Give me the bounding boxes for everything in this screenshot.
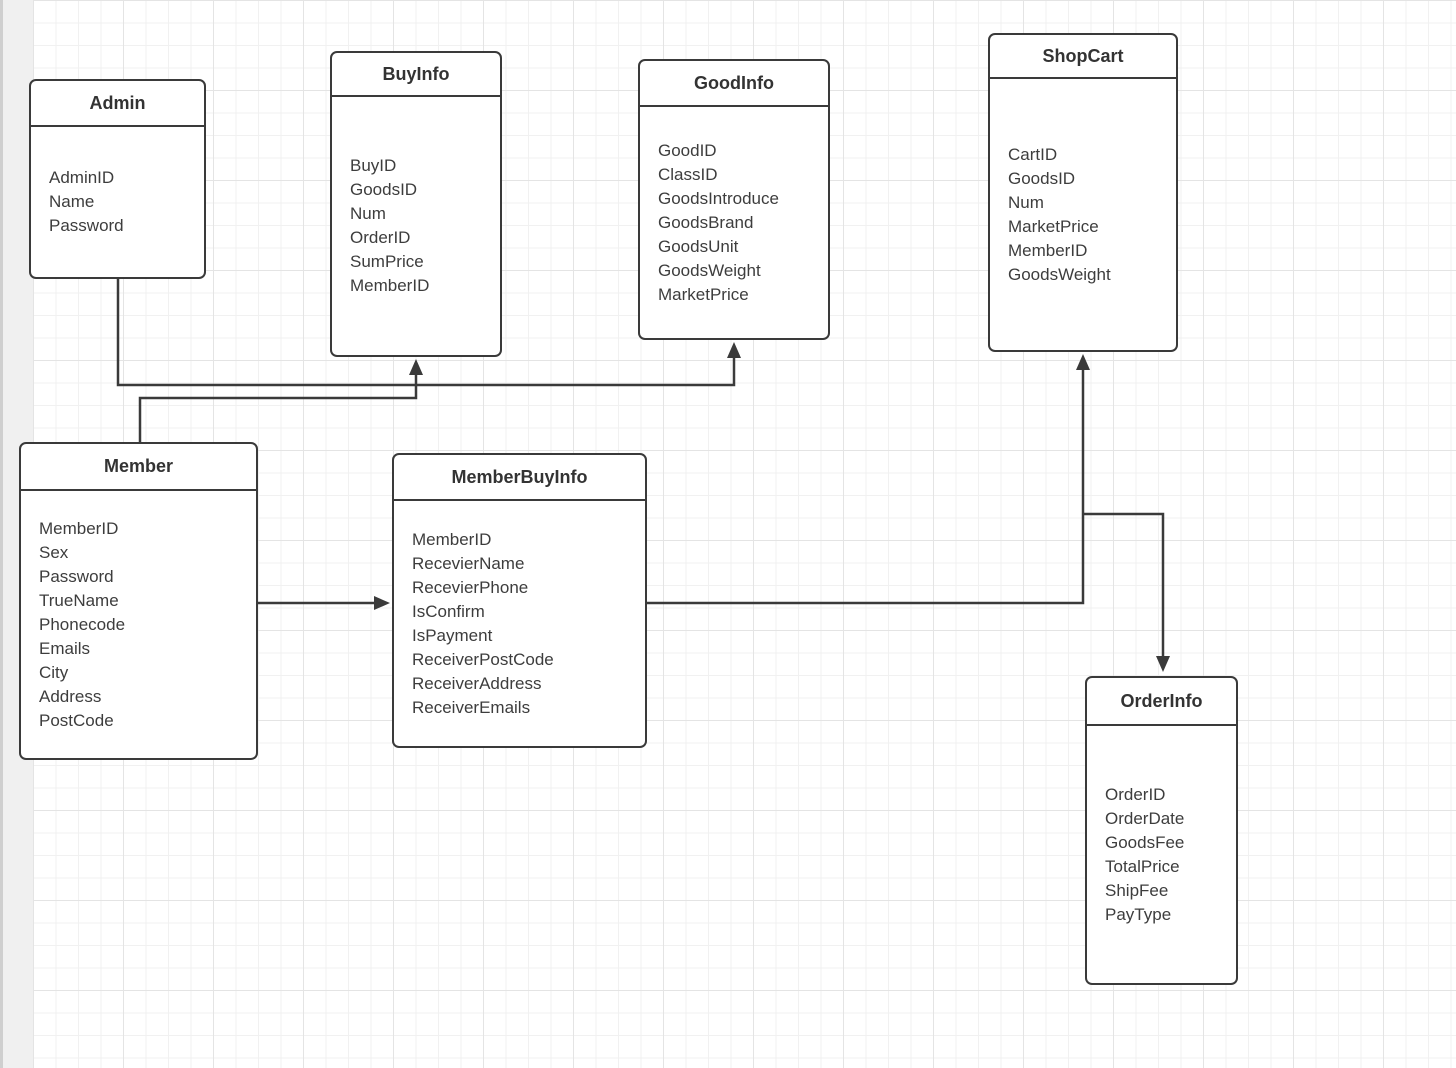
entity-memberbuyinfo-title: MemberBuyInfo bbox=[394, 455, 645, 501]
entity-orderinfo-field-list: OrderID OrderDate GoodsFee TotalPrice Sh… bbox=[1105, 784, 1185, 924]
entity-admin[interactable]: Admin AdminID Name Password bbox=[29, 79, 206, 279]
entity-buyinfo-title: BuyInfo bbox=[332, 53, 500, 97]
entity-admin-field-list: AdminID Name Password bbox=[49, 168, 124, 235]
entity-shopcart-title: ShopCart bbox=[990, 35, 1176, 79]
entity-shopcart[interactable]: ShopCart CartID GoodsID Num MarketPrice … bbox=[988, 33, 1178, 352]
entity-memberbuyinfo-field-list: MemberID RecevierName RecevierPhone IsCo… bbox=[412, 529, 554, 717]
entity-goodinfo[interactable]: GoodInfo GoodID ClassID GoodsIntroduce G… bbox=[638, 59, 830, 340]
entity-orderinfo[interactable]: OrderInfo OrderID OrderDate GoodsFee Tot… bbox=[1085, 676, 1238, 985]
entity-buyinfo-fields: BuyID GoodsID Num OrderID SumPrice Membe… bbox=[332, 97, 500, 355]
entity-memberbuyinfo-fields: MemberID RecevierName RecevierPhone IsCo… bbox=[394, 501, 645, 746]
entity-member-title: Member bbox=[21, 444, 256, 491]
entity-goodinfo-field-list: GoodID ClassID GoodsIntroduce GoodsBrand… bbox=[658, 140, 779, 304]
entity-shopcart-field-list: CartID GoodsID Num MarketPrice MemberID … bbox=[1008, 144, 1111, 284]
entity-buyinfo[interactable]: BuyInfo BuyID GoodsID Num OrderID SumPri… bbox=[330, 51, 502, 357]
entity-goodinfo-title: GoodInfo bbox=[640, 61, 828, 107]
entity-orderinfo-title: OrderInfo bbox=[1087, 678, 1236, 726]
entity-admin-title: Admin bbox=[31, 81, 204, 127]
canvas-left-edge bbox=[0, 0, 3, 1068]
entity-admin-fields: AdminID Name Password bbox=[31, 127, 204, 277]
entity-orderinfo-fields: OrderID OrderDate GoodsFee TotalPrice Sh… bbox=[1087, 726, 1236, 983]
entity-member[interactable]: Member MemberID Sex Password TrueName Ph… bbox=[19, 442, 258, 760]
entity-buyinfo-field-list: BuyID GoodsID Num OrderID SumPrice Membe… bbox=[350, 156, 430, 295]
entity-member-field-list: MemberID Sex Password TrueName Phonecode… bbox=[39, 518, 126, 730]
entity-goodinfo-fields: GoodID ClassID GoodsIntroduce GoodsBrand… bbox=[640, 107, 828, 338]
entity-memberbuyinfo[interactable]: MemberBuyInfo MemberID RecevierName Rece… bbox=[392, 453, 647, 748]
entity-shopcart-fields: CartID GoodsID Num MarketPrice MemberID … bbox=[990, 79, 1176, 350]
entity-member-fields: MemberID Sex Password TrueName Phonecode… bbox=[21, 491, 256, 758]
